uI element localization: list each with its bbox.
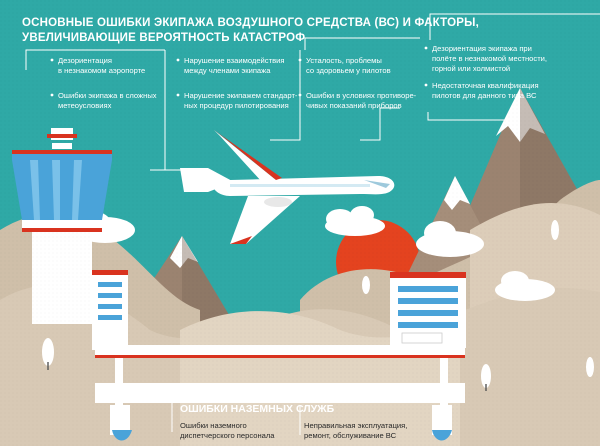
tree-icon [362,276,370,294]
crew-error-text: чивых показаний приборов [306,101,402,110]
ground-error-text: Ошибки наземного [180,421,247,430]
bullet-markers [50,46,428,97]
crew-error-item: Нарушение взаимодействия между членами э… [184,56,284,75]
cloud-icon [495,271,555,301]
crew-error-text: Усталость, проблемы [306,56,382,65]
crew-error-text: между членами экипажа [184,66,271,75]
crew-error-item: Ошибки в условиях противоре- чивых показ… [306,91,417,110]
crew-error-text: ных процедур пилотирования [184,101,289,110]
tree-icon [42,338,54,370]
ground-error-text: Неправильная эксплуатация, [304,421,407,430]
crew-error-text: пилотов для данного типа ВС [432,91,537,100]
page-title-line-2: УВЕЛИЧИВАЮЩИЕ ВЕРОЯТНОСТЬ КАТАСТРОФ [22,32,305,44]
plane-icon [180,130,395,244]
crew-error-item: Дезориентация экипажа при полёте в незна… [432,44,547,73]
connector-lines [25,13,600,435]
cloud-icon [416,221,484,257]
crew-error-text: Ошибки экипажа в сложных [58,91,157,100]
tree-icon [481,364,491,391]
crew-error-item: Усталость, проблемы со здоровьем у пилот… [306,56,391,75]
bridge-icon [95,345,465,441]
tree-icon [551,220,559,240]
cloud-icon [325,206,385,236]
tree-icon [586,357,594,377]
control-tower-icon [12,128,112,324]
crew-error-item: Ошибки экипажа в сложных метеоусловиях [58,91,157,110]
crew-error-item: Нарушение экипажем стандарт- ных процеду… [184,91,298,110]
terminal-building-icon [390,272,466,348]
ground-error-text: диспетчерского персонала [180,431,275,440]
crew-error-text: Ошибки в условиях противоре- [306,91,417,100]
ground-error-item: Ошибки наземного диспетчерского персонал… [180,421,275,440]
page-title-line-1: ОСНОВНЫЕ ОШИБКИ ЭКИПАЖА ВОЗДУШНОГО СРЕДС… [22,17,479,29]
crew-error-item: Дезориентация в незнакомом аэропорте [58,56,145,75]
crew-error-text: Недостаточная квалификация [432,81,539,90]
crew-error-text: метеоусловиях [58,101,112,110]
crew-error-text: Дезориентация экипажа при [432,44,532,53]
crew-error-text: горной или холмистой [432,64,510,73]
terminal-building-icon [92,270,128,350]
crew-error-text: полёте в незнакомой местности, [432,54,547,63]
crew-error-text: Нарушение взаимодействия [184,56,284,65]
crew-error-text: в незнакомом аэропорте [58,66,145,75]
ground-section-title: ОШИБКИ НАЗЕМНЫХ СЛУЖБ [180,403,335,415]
crew-error-item: Недостаточная квалификация пилотов для д… [432,81,539,100]
crew-error-text: Нарушение экипажем стандарт- [184,91,298,100]
ground-error-text: ремонт, обслуживание ВС [304,431,397,440]
crew-error-text: со здоровьем у пилотов [306,66,391,75]
ground-error-item: Неправильная эксплуатация, ремонт, обслу… [304,421,407,440]
crew-error-text: Дезориентация [58,56,112,65]
